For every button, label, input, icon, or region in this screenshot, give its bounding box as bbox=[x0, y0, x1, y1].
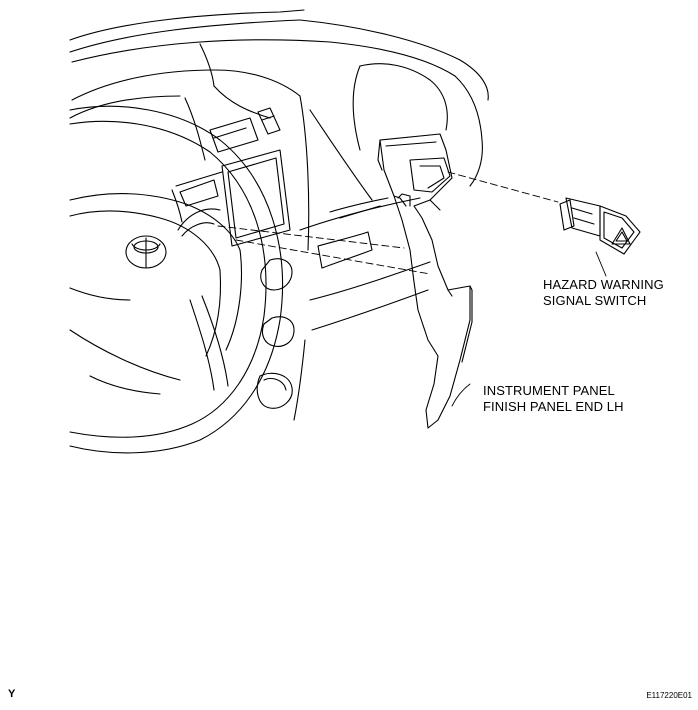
callout-leaders bbox=[451, 251, 607, 407]
assembly-lines bbox=[217, 171, 559, 275]
hazard-warning-switch-label: HAZARD WARNING SIGNAL SWITCH bbox=[543, 277, 664, 309]
hazard-warning-switch bbox=[559, 197, 641, 255]
view-letter: Y bbox=[8, 688, 16, 700]
panel-label-line-1: INSTRUMENT PANEL bbox=[483, 383, 615, 398]
steering-wheel bbox=[69, 105, 283, 454]
hazard-label-line-2: SIGNAL SWITCH bbox=[543, 293, 647, 308]
finish-panel-end-lh bbox=[377, 133, 473, 429]
center-console bbox=[171, 107, 295, 409]
panel-label-line-2: FINISH PANEL END LH bbox=[483, 399, 624, 414]
dashboard-outline bbox=[69, 9, 489, 421]
finish-panel-label: INSTRUMENT PANEL FINISH PANEL END LH bbox=[483, 383, 624, 415]
hazard-label-line-1: HAZARD WARNING bbox=[543, 277, 664, 292]
figure-code: E117220E01 bbox=[646, 691, 692, 700]
